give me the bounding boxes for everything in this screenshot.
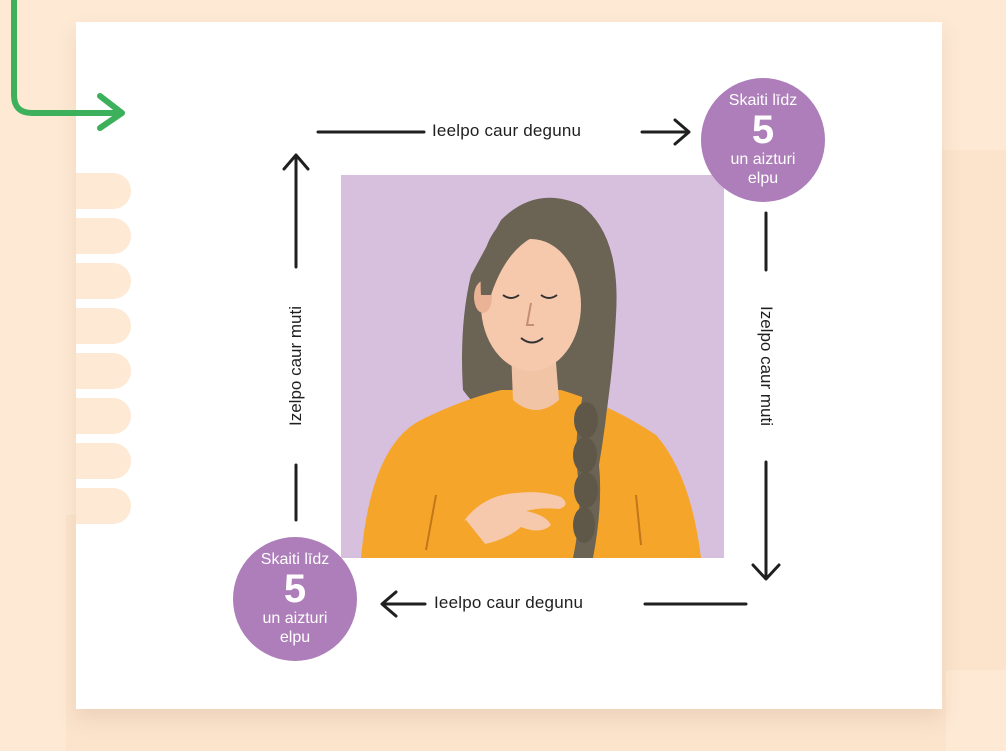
circle-line3: elpu (748, 169, 778, 188)
count-circle-bottom-left: Skaiti līdz 5 un aizturi elpu (233, 537, 357, 661)
breathing-woman-illustration (341, 175, 724, 558)
circle-number: 5 (752, 110, 774, 150)
circle-line2: un aizturi (731, 150, 796, 169)
right-label: Izelpo caur muti (756, 303, 776, 429)
circle-line3: elpu (280, 628, 310, 647)
top-label: Ieelpo caur degunu (432, 121, 581, 141)
bottom-label: Ieelpo caur degunu (434, 593, 583, 613)
green-arrow-icon (14, 0, 122, 128)
circle-number: 5 (284, 569, 306, 609)
left-label: Izelpo caur muti (286, 303, 306, 429)
count-circle-top-right: Skaiti līdz 5 un aizturi elpu (701, 78, 825, 202)
circle-line2: un aizturi (263, 609, 328, 628)
